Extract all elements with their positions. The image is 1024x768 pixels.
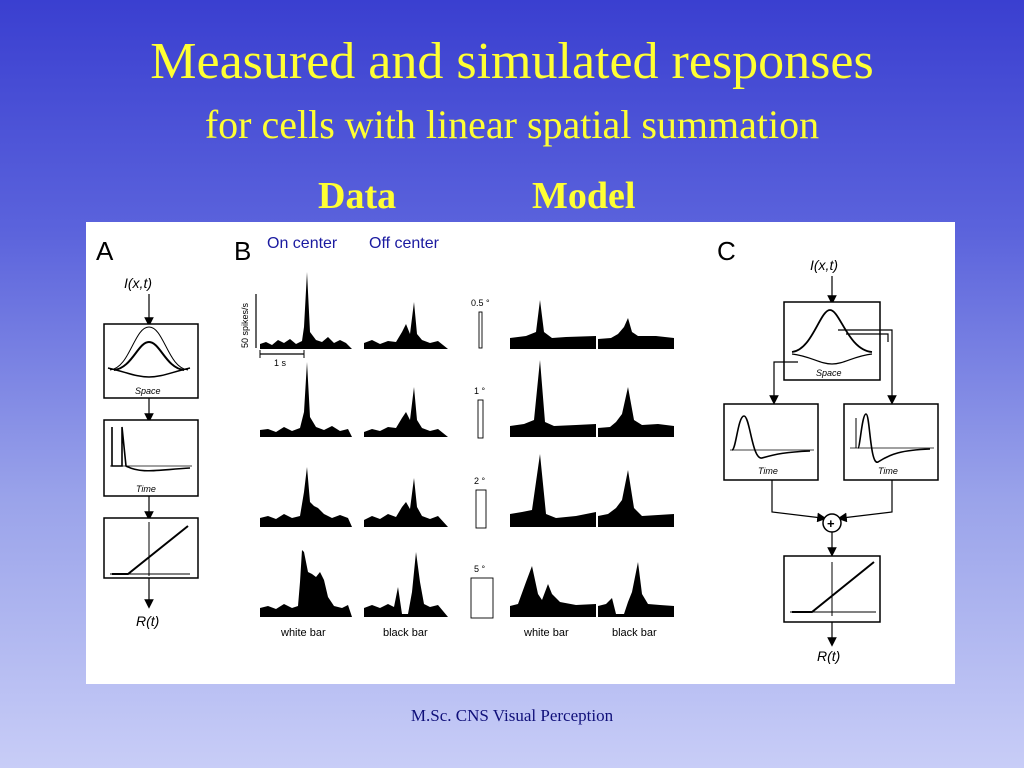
model-header: Model xyxy=(532,175,636,217)
scale-x-label: 1 s xyxy=(274,358,287,368)
panel-c-output-label: R(t) xyxy=(817,648,840,664)
panel-a-nl-curve xyxy=(112,525,189,575)
hist-on-row3 xyxy=(260,467,352,527)
data-white-bar-label: white bar xyxy=(280,627,326,639)
panel-c-sum-symbol: + xyxy=(827,516,835,531)
panel-c-time-left-label: Time xyxy=(758,466,778,476)
panel-c-split-hint xyxy=(846,333,889,342)
panel-c-time-right-curve xyxy=(857,413,931,463)
panel-a-output-label: R(t) xyxy=(136,613,159,629)
hist-on-row1 xyxy=(260,272,352,349)
bar-width-icon-4 xyxy=(470,577,494,619)
hist-off-row4 xyxy=(364,552,448,617)
model-on-row2 xyxy=(510,360,596,437)
panel-c-nl-curve xyxy=(792,561,875,613)
on-center-label: On center xyxy=(267,235,338,252)
hist-off-row1 xyxy=(364,302,448,349)
figure-svg: A I(x,t) Space Time R(t) B On center Off… xyxy=(96,235,939,664)
figure-panel: A I(x,t) Space Time R(t) B On center Off… xyxy=(86,222,955,684)
panel-c-merge-right xyxy=(837,480,893,523)
panel-a-letter: A xyxy=(96,236,114,266)
panel-c-arrow-right xyxy=(838,329,897,405)
panel-a-space-box xyxy=(103,323,199,399)
panel-b-letter: B xyxy=(234,236,251,266)
panel-a-space-curve-1 xyxy=(109,326,189,371)
bar-width-icon-1 xyxy=(478,311,483,349)
panel-c-input-label: I(x,t) xyxy=(810,257,838,273)
bar-width-icon-3 xyxy=(475,489,487,529)
panel-c-space-center xyxy=(791,309,873,353)
model-white-bar-label: white bar xyxy=(523,627,569,639)
off-center-label: Off center xyxy=(369,235,440,252)
slide-title: Measured and simulated responses xyxy=(150,33,874,90)
panel-c-time-right-label: Time xyxy=(878,466,898,476)
model-on-row4 xyxy=(510,566,596,617)
model-off-row4 xyxy=(598,562,674,617)
model-on-row1 xyxy=(510,300,596,349)
panel-c-merge-left xyxy=(771,480,827,523)
hist-on-row4 xyxy=(260,550,352,617)
hist-on-row2 xyxy=(260,362,352,437)
bar-width-label-3: 2 ° xyxy=(474,476,486,486)
panel-a-space-label: Space xyxy=(135,386,161,396)
panel-a-time-label: Time xyxy=(136,484,156,494)
panel-a-nonlinearity-box xyxy=(103,517,199,579)
panel-c-space-surround xyxy=(791,353,873,365)
data-header: Data xyxy=(318,175,397,217)
bar-width-label-4: 5 ° xyxy=(474,564,486,574)
panel-a-input-label: I(x,t) xyxy=(124,275,152,291)
model-on-row3 xyxy=(510,454,596,527)
hist-off-row3 xyxy=(364,478,448,527)
panel-c-time-box-left xyxy=(723,403,819,481)
data-black-bar-label: black bar xyxy=(383,627,428,639)
slide-footer: M.Sc. CNS Visual Perception xyxy=(410,706,614,725)
panel-c-letter: C xyxy=(717,236,736,266)
hist-off-row2 xyxy=(364,387,448,437)
model-off-row2 xyxy=(598,387,674,437)
scale-y-label: 50 spikes/s xyxy=(240,302,250,348)
panel-a-space-curve-2 xyxy=(113,340,185,371)
model-off-row1 xyxy=(598,318,674,349)
panel-c-space-label: Space xyxy=(816,368,842,378)
panel-a-time-box xyxy=(103,419,199,497)
panel-a-space-curve-3 xyxy=(107,367,191,378)
model-black-bar-label: black bar xyxy=(612,627,657,639)
panel-a-time-curve xyxy=(111,426,191,472)
slide-subtitle: for cells with linear spatial summation xyxy=(204,102,820,147)
bar-width-label-2: 1 ° xyxy=(474,386,486,396)
panel-c-space-box xyxy=(783,301,881,381)
bar-width-icon-2 xyxy=(477,399,484,439)
panel-c-arrow-left xyxy=(769,361,798,405)
bar-width-label-1: 0.5 ° xyxy=(471,298,490,308)
model-off-row3 xyxy=(598,470,674,527)
panel-c-time-left-curve xyxy=(731,415,811,459)
